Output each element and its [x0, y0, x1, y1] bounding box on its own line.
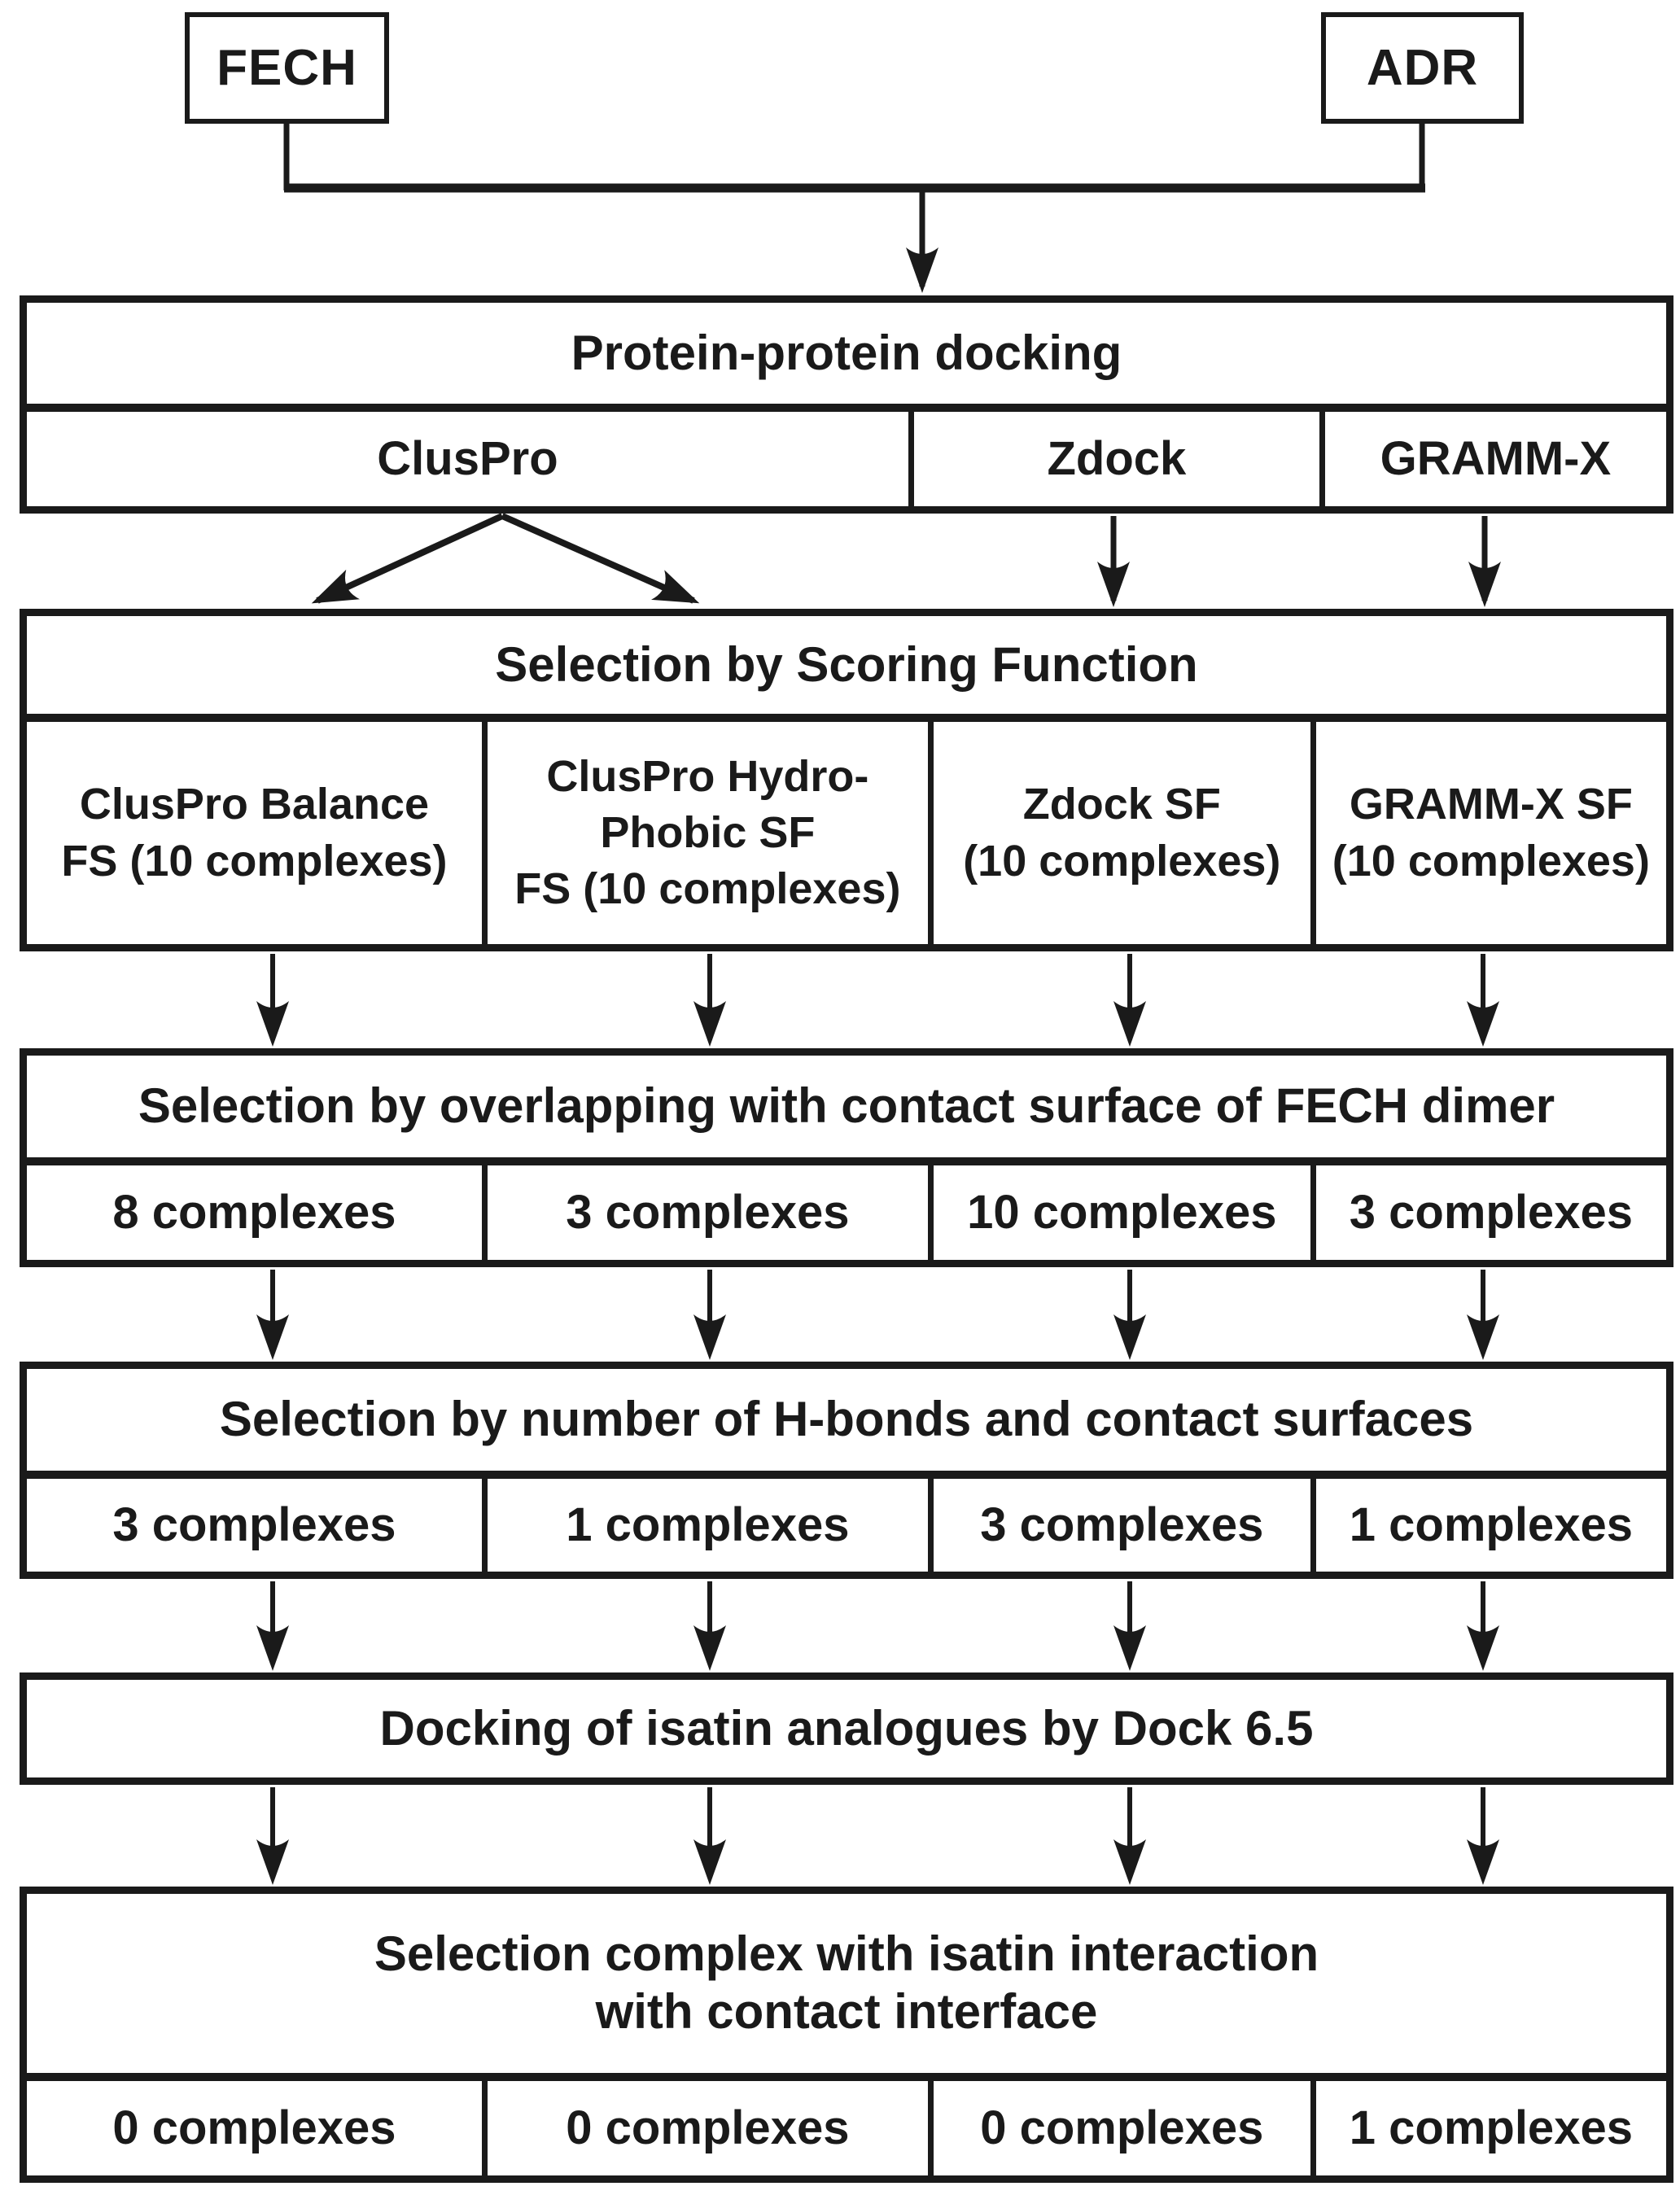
cell-complex-count: 0 complexes: [481, 2081, 928, 2175]
node-fech: FECH: [185, 12, 389, 124]
stage-protein-protein-docking: Protein-protein docking ClusPro Zdock GR…: [20, 295, 1673, 514]
cell-zdock-sf: Zdock SF (10 complexes): [927, 722, 1310, 944]
cluspro-fork-right-arrow: [501, 513, 700, 604]
cell-complex-count: 1 complexes: [1310, 2081, 1666, 2175]
cell-complex-count: 10 complexes: [927, 1165, 1310, 1260]
node-fech-label: FECH: [217, 40, 357, 96]
stage-final-selection: Selection complex with isatin interactio…: [20, 1887, 1673, 2183]
stage-cells: 8 complexes 3 complexes 10 complexes 3 c…: [27, 1165, 1666, 1260]
node-adr-label: ADR: [1366, 40, 1479, 96]
cell-complex-count: 1 complexes: [481, 1479, 928, 1572]
stage-cells: 3 complexes 1 complexes 3 complexes 1 co…: [27, 1479, 1666, 1572]
stage-cells: 0 complexes 0 complexes 0 complexes 1 co…: [27, 2081, 1666, 2175]
cell-cluspro-hydrophobic-fs: ClusPro Hydro- Phobic SF FS (10 complexe…: [481, 722, 928, 944]
cell-complex-count: 8 complexes: [112, 1185, 396, 1239]
stage-title: Selection complex with isatin interactio…: [27, 1894, 1666, 2081]
cell-cluspro: ClusPro: [377, 431, 558, 485]
cell-complex-count: 3 complexes: [1310, 1165, 1666, 1260]
cell-cluspro-balance-fs: ClusPro Balance FS (10 complexes): [61, 780, 448, 885]
cell-zdock: Zdock: [908, 412, 1319, 506]
cell-grammx: GRAMM-X: [1319, 412, 1666, 506]
stage-hbond-selection: Selection by number of H-bonds and conta…: [20, 1362, 1673, 1579]
stage-isatin-docking: Docking of isatin analogues by Dock 6.5: [20, 1672, 1673, 1785]
stage-title: Selection by Scoring Function: [27, 616, 1666, 722]
stage-title: Selection by number of H-bonds and conta…: [27, 1369, 1666, 1479]
stage-overlap-selection: Selection by overlapping with contact su…: [20, 1048, 1673, 1267]
stage-scoring-function: Selection by Scoring Function ClusPro Ba…: [20, 609, 1673, 951]
cell-complex-count: 3 complexes: [481, 1165, 928, 1260]
cell-complex-count: 0 complexes: [112, 2101, 396, 2154]
cell-complex-count: 0 complexes: [927, 2081, 1310, 2175]
stage-title: Protein-protein docking: [27, 303, 1666, 412]
cell-complex-count: 3 complexes: [112, 1498, 396, 1551]
stage-cells: ClusPro Zdock GRAMM-X: [27, 412, 1666, 506]
stage-title: Selection by overlapping with contact su…: [27, 1056, 1666, 1165]
node-adr: ADR: [1321, 12, 1524, 124]
cell-grammx-sf: GRAMM-X SF (10 complexes): [1310, 722, 1666, 944]
cell-complex-count: 1 complexes: [1310, 1479, 1666, 1572]
stage-cells: ClusPro Balance FS (10 complexes) ClusPr…: [27, 722, 1666, 944]
stage-title: Docking of isatin analogues by Dock 6.5: [379, 1700, 1314, 1756]
cell-complex-count: 3 complexes: [927, 1479, 1310, 1572]
cluspro-fork-left-arrow: [311, 513, 504, 604]
